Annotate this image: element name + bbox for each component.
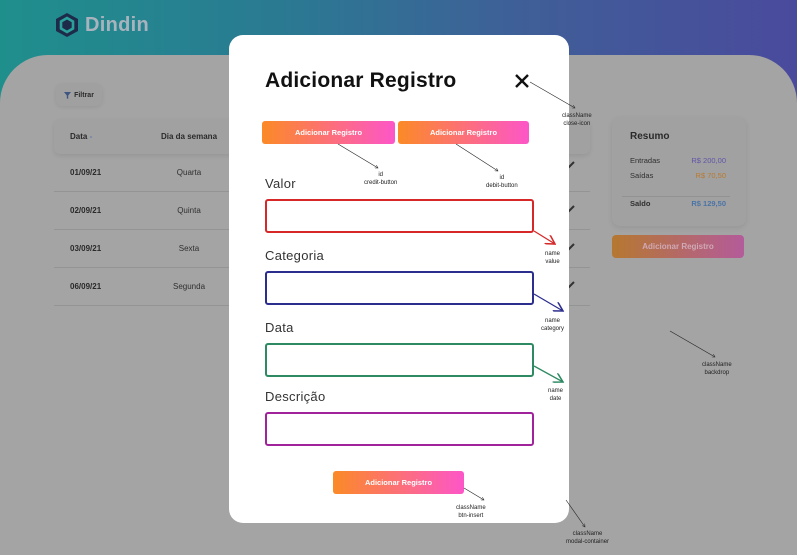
row-weekday: Quinta: [177, 206, 201, 215]
category-input[interactable]: [265, 271, 534, 305]
value-input[interactable]: [265, 199, 534, 233]
modal-container: Adicionar Registro Adicionar Registro Ad…: [229, 35, 569, 523]
annotation-backdrop: className backdrop: [702, 362, 732, 376]
column-header-date[interactable]: Data -: [70, 132, 93, 141]
expense-value: R$ 70,50: [695, 171, 726, 180]
insert-button[interactable]: Adicionar Registro: [333, 471, 464, 494]
balance-value: R$ 129,50: [691, 199, 726, 208]
annotation-value-field: name value: [545, 251, 561, 265]
annotation-close-icon: className close-icon: [562, 113, 592, 127]
logo: Dindin: [55, 12, 149, 38]
logo-text: Dindin: [85, 13, 150, 36]
pencil-icon[interactable]: [566, 204, 576, 214]
summary-income-row: Entradas R$ 200,00: [630, 156, 726, 165]
date-label: Data: [265, 320, 294, 335]
annotation-btn-insert: className btn-insert: [456, 505, 486, 519]
summary-title: Resumo: [630, 131, 670, 142]
modal-title: Adicionar Registro: [265, 69, 457, 92]
add-record-button[interactable]: Adicionar Registro: [612, 235, 744, 258]
summary-balance-row: Saldo R$ 129,50: [630, 199, 726, 208]
close-icon[interactable]: [514, 73, 530, 89]
summary-card: Resumo Entradas R$ 200,00 Saídas R$ 70,5…: [612, 117, 746, 226]
pencil-icon[interactable]: [566, 160, 576, 170]
debit-button[interactable]: Adicionar Registro: [398, 121, 529, 144]
row-date: 06/09/21: [70, 282, 102, 291]
annotation-date-field: name date: [548, 388, 564, 402]
row-date: 01/09/21: [70, 168, 102, 177]
summary-expense-row: Saídas R$ 70,50: [630, 171, 726, 180]
row-weekday: Quarta: [176, 168, 202, 177]
hexagon-icon: [56, 13, 78, 37]
row-date: 03/09/21: [70, 244, 102, 253]
divider: [622, 196, 730, 197]
description-label: Descrição: [265, 389, 326, 404]
filter-label: Filtrar: [74, 91, 94, 99]
description-input[interactable]: [265, 412, 534, 446]
row-weekday: Sexta: [178, 244, 200, 253]
funnel-icon: [64, 91, 72, 99]
value-label: Valor: [265, 176, 296, 191]
row-weekday: Segunda: [172, 282, 206, 291]
pencil-icon[interactable]: [566, 280, 576, 290]
row-date: 02/09/21: [70, 206, 102, 215]
income-value: R$ 200,00: [691, 156, 726, 165]
filter-button[interactable]: Filtrar: [56, 84, 102, 106]
annotation-modal-container: className modal-container: [566, 531, 610, 545]
credit-button[interactable]: Adicionar Registro: [262, 121, 395, 144]
annotation-debit-button: id debit-button: [486, 175, 518, 189]
sort-indicator-icon: -: [89, 132, 93, 141]
annotation-category-field: name category: [541, 318, 565, 332]
pencil-icon[interactable]: [566, 242, 576, 252]
annotation-credit-button: id credit-button: [364, 172, 398, 186]
category-label: Categoria: [265, 248, 325, 263]
date-input[interactable]: [265, 343, 534, 377]
column-header-weekday: Dia da semana: [160, 132, 218, 141]
